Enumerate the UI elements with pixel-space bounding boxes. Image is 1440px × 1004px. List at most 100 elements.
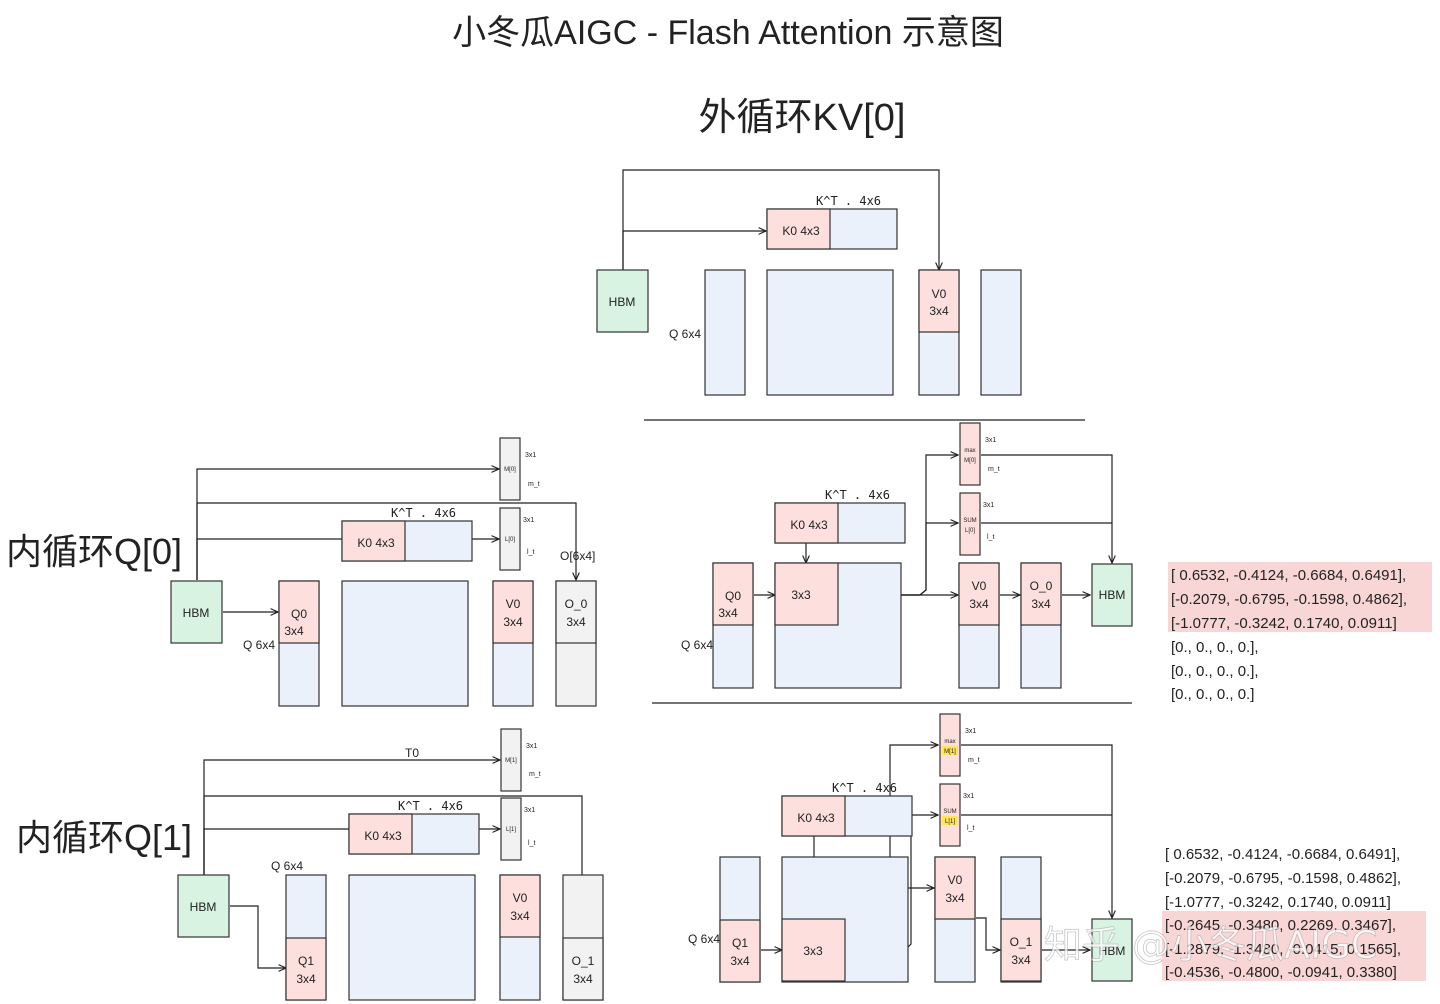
k0-block xyxy=(341,520,406,562)
k0-label: K0 4x3 xyxy=(357,536,395,550)
max-m0-vector xyxy=(959,422,981,486)
q1-label: Q1 xyxy=(298,954,314,968)
hbm-block xyxy=(177,874,230,938)
m0-label: M[0] xyxy=(964,458,976,464)
t0-label: T0 xyxy=(405,746,419,760)
m0-vector xyxy=(499,437,521,501)
o1-label: O_1 xyxy=(1010,935,1033,949)
m-t-label: m_t xyxy=(968,757,980,764)
q-matrix-label: Q 6x4 xyxy=(688,932,720,946)
matrix-row: [-1.0777, -0.3242, 0.1740, 0.0911] xyxy=(1165,894,1391,911)
matrix-row: [-0.4536, -0.4800, -0.0941, 0.3380] xyxy=(1165,964,1397,981)
hbm-label: HBM xyxy=(183,606,210,620)
compute-q0-panel: Q 6x4 Q0 3x4 K^T . 4x6 K0 4x3 3x3 V0 3x4… xyxy=(681,422,1133,689)
hbm-label: HBM xyxy=(1099,588,1126,602)
max-label: max xyxy=(944,739,955,745)
m1-dim-label: 3x1 xyxy=(965,728,976,735)
score-matrix xyxy=(348,874,476,1001)
o0-label: O_0 xyxy=(1030,579,1053,593)
kt-matrix-label: K^T . 4x6 xyxy=(398,799,463,813)
matrix-row: [-1.0777, -0.3242, 0.1740, 0.0911] xyxy=(1171,615,1397,632)
matrix-row: [-1.2879, -1.3480, -0.0415, 0.1565], xyxy=(1165,941,1401,958)
v0-dim-label: 3x4 xyxy=(929,304,949,318)
v0-label: V0 xyxy=(932,287,947,301)
l1-label: L[1] xyxy=(506,827,516,833)
q-matrix-label: Q 6x4 xyxy=(243,638,275,652)
q1-dim-label: 3x4 xyxy=(296,972,316,986)
max-m1-vector xyxy=(939,713,961,777)
outer-loop-title: 外循环KV[0] xyxy=(699,97,906,139)
output-matrix-label: O[6x4] xyxy=(560,549,595,563)
m-t-label: m_t xyxy=(528,481,540,488)
m-t-label: m_t xyxy=(988,466,1000,473)
v0-label: V0 xyxy=(506,597,521,611)
k0-label: K0 4x3 xyxy=(782,224,820,238)
l-t-label: l_t xyxy=(528,840,535,847)
inner-loop-q1-panel: T0 HBM Q 6x4 Q1 3x4 K^T . 4x6 K0 4x3 V0 … xyxy=(177,728,604,1001)
l0-label: L[0] xyxy=(965,528,975,534)
o0-dim-label: 3x4 xyxy=(566,615,586,629)
v0-dim-label: 3x4 xyxy=(503,615,523,629)
l1-dim-label: 3x1 xyxy=(963,793,974,800)
v0-label: V0 xyxy=(513,891,528,905)
o0-block xyxy=(1020,562,1062,626)
m0-dim-label: 3x1 xyxy=(985,437,996,444)
v0-dim-label: 3x4 xyxy=(510,909,530,923)
inner-loop-q0-title: 内循环Q[0] xyxy=(6,531,182,572)
k0-block xyxy=(766,208,831,250)
m1-dim-label: 3x1 xyxy=(526,743,537,750)
k0-block xyxy=(348,813,413,855)
watermark-text: 知乎 @小冬瓜AIGC xyxy=(1044,923,1377,967)
l1-dim-label: 3x1 xyxy=(524,807,535,814)
v0-block xyxy=(934,856,976,920)
v0-block xyxy=(918,269,960,333)
s-label: 3x3 xyxy=(791,588,811,602)
o1-block xyxy=(1000,918,1042,982)
q0-dim-label: 3x4 xyxy=(718,606,738,620)
sum-label: SUM xyxy=(943,809,956,815)
l0-label: L[0] xyxy=(505,537,515,543)
q-matrix-label: Q 6x4 xyxy=(271,859,303,873)
v0-block xyxy=(492,580,534,644)
inner-loop-q0-panel: HBM Q 6x4 Q0 3x4 K^T . 4x6 K0 4x3 V0 3x4… xyxy=(170,437,597,707)
sum-label: SUM xyxy=(963,518,976,524)
hbm-block xyxy=(1091,563,1133,627)
hbm-block xyxy=(1091,918,1133,982)
diagram-title: 小冬瓜AIGC - Flash Attention 示意图 xyxy=(452,14,1004,52)
s-label: 3x3 xyxy=(803,944,823,958)
l0-vector xyxy=(499,507,521,571)
m0-dim-label: 3x1 xyxy=(525,452,536,459)
hbm-label: HBM xyxy=(1099,944,1126,958)
k0-block xyxy=(781,795,846,837)
matrix-row: [-0.2645, -0.3480, 0.2269, 0.3467], xyxy=(1165,917,1396,934)
s-block xyxy=(774,562,839,626)
matrix-row-highlight xyxy=(1168,562,1432,632)
matrix-row: [-0.2079, -0.6795, -0.1598, 0.4862], xyxy=(1165,870,1401,887)
k0-block xyxy=(774,502,839,544)
m1-vector xyxy=(500,728,522,792)
o0-block xyxy=(555,580,597,644)
l-t-label: l_t xyxy=(987,534,994,541)
matrix-row: [ 0.6532, -0.4124, -0.6684, 0.6491], xyxy=(1165,846,1400,863)
kt-matrix-label: K^T . 4x6 xyxy=(391,506,456,520)
inner-loop-q1-title: 内循环Q[1] xyxy=(16,817,192,858)
o0-label: O_0 xyxy=(565,597,588,611)
q-matrix-label: Q 6x4 xyxy=(681,638,713,652)
o1-dim-label: 3x4 xyxy=(1011,953,1031,967)
l0-dim-label: 3x1 xyxy=(983,502,994,509)
l0-dim-label: 3x1 xyxy=(523,517,534,524)
sum-l1-vector xyxy=(939,783,961,847)
m1-label: M[1] xyxy=(944,749,956,755)
q1-label: Q1 xyxy=(732,936,748,950)
sum-l0-vector xyxy=(959,492,981,556)
hbm-block xyxy=(596,269,649,333)
q0-dim-label: 3x4 xyxy=(284,624,304,638)
l1-vector xyxy=(500,797,522,861)
v0-dim-label: 3x4 xyxy=(969,597,989,611)
l-t-label: l_t xyxy=(527,549,534,556)
q1-dim-label: 3x4 xyxy=(730,954,750,968)
l1-highlight xyxy=(942,816,958,825)
o1-block xyxy=(562,937,604,1001)
s-block xyxy=(781,918,846,982)
